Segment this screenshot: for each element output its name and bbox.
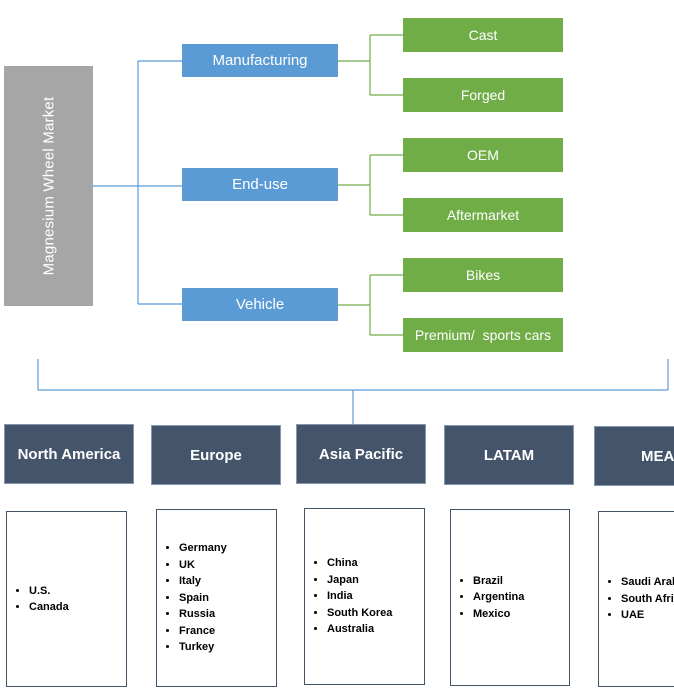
sub-segment-aftermarket: Aftermarket [403,198,563,232]
list-item: China [327,555,392,572]
list-item: Italy [179,573,227,590]
list-item: Spain [179,590,227,607]
country-box-latam: Brazil Argentina Mexico [450,509,570,686]
segment-end-use: End-use [182,168,338,201]
country-list-north-america: U.S. Canada [7,583,69,616]
list-item: South Korea [327,605,392,622]
list-item: Canada [29,599,69,616]
country-box-mea: Saudi Arabia South Africa UAE [598,511,674,687]
region-mea: MEA [594,426,674,486]
sub-segment-premium-sports-cars: Premium/ sports cars [403,318,563,352]
list-item: Argentina [473,589,524,606]
country-box-europe: Germany UK Italy Spain Russia France Tur… [156,509,277,687]
list-item: India [327,588,392,605]
list-item: Saudi Arabia [621,574,674,591]
country-list-mea: Saudi Arabia South Africa UAE [599,574,674,624]
list-item: Australia [327,621,392,638]
sub-segment-cast: Cast [403,18,563,52]
list-item: UK [179,557,227,574]
list-item: Mexico [473,606,524,623]
segment-vehicle: Vehicle [182,288,338,321]
list-item: U.S. [29,583,69,600]
country-list-europe: Germany UK Italy Spain Russia France Tur… [157,540,227,656]
segment-manufacturing: Manufacturing [182,44,338,77]
region-asia-pacific: Asia Pacific [296,424,426,484]
region-north-america: North America [4,424,134,484]
list-item: Germany [179,540,227,557]
country-box-asia-pacific: China Japan India South Korea Australia [304,508,425,685]
sub-segment-oem: OEM [403,138,563,172]
root-node: Magnesium Wheel Market [4,66,93,306]
region-europe: Europe [151,425,281,485]
region-latam: LATAM [444,425,574,485]
list-item: South Africa [621,591,674,608]
list-item: Turkey [179,639,227,656]
list-item: Brazil [473,573,524,590]
sub-segment-forged: Forged [403,78,563,112]
sub-segment-bikes: Bikes [403,258,563,292]
list-item: Japan [327,572,392,589]
list-item: France [179,623,227,640]
list-item: UAE [621,607,674,624]
country-list-latam: Brazil Argentina Mexico [451,573,524,623]
country-list-asia-pacific: China Japan India South Korea Australia [305,555,392,638]
root-label: Magnesium Wheel Market [40,96,57,276]
country-box-north-america: U.S. Canada [6,511,127,687]
list-item: Russia [179,606,227,623]
